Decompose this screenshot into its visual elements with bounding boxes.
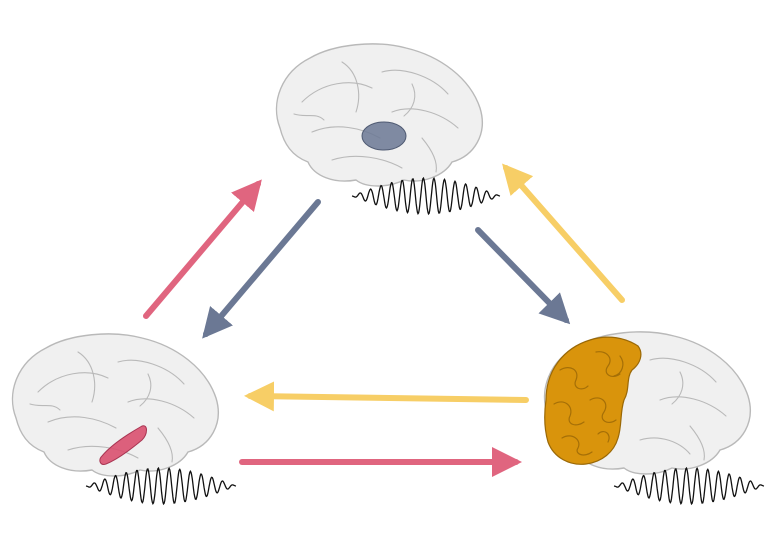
brain-top-gyri — [293, 61, 459, 173]
brain-top-deep-central-region — [361, 121, 407, 151]
brain-right-gyri — [639, 357, 727, 461]
brain-left — [11, 333, 219, 477]
brain-top — [275, 43, 483, 187]
brain-right-frontal-lobe — [544, 336, 642, 465]
brain-left-signal-trace — [85, 466, 237, 506]
brain-top-outline — [275, 43, 483, 187]
brain-left-gyri — [29, 351, 195, 463]
brain-right-signal-trace — [613, 466, 765, 506]
arrow-left-to-top — [143, 179, 262, 319]
brain-left-temporal-region — [99, 425, 147, 465]
arrow-right-to-top — [502, 163, 625, 303]
arrow-right-to-left — [244, 381, 529, 412]
brain-right — [543, 331, 751, 475]
arrow-top-to-right — [475, 227, 571, 325]
brain-right-frontal-folds — [553, 351, 624, 456]
brain-top-signal-trace — [351, 176, 501, 216]
arrow-top-to-left — [202, 199, 321, 339]
